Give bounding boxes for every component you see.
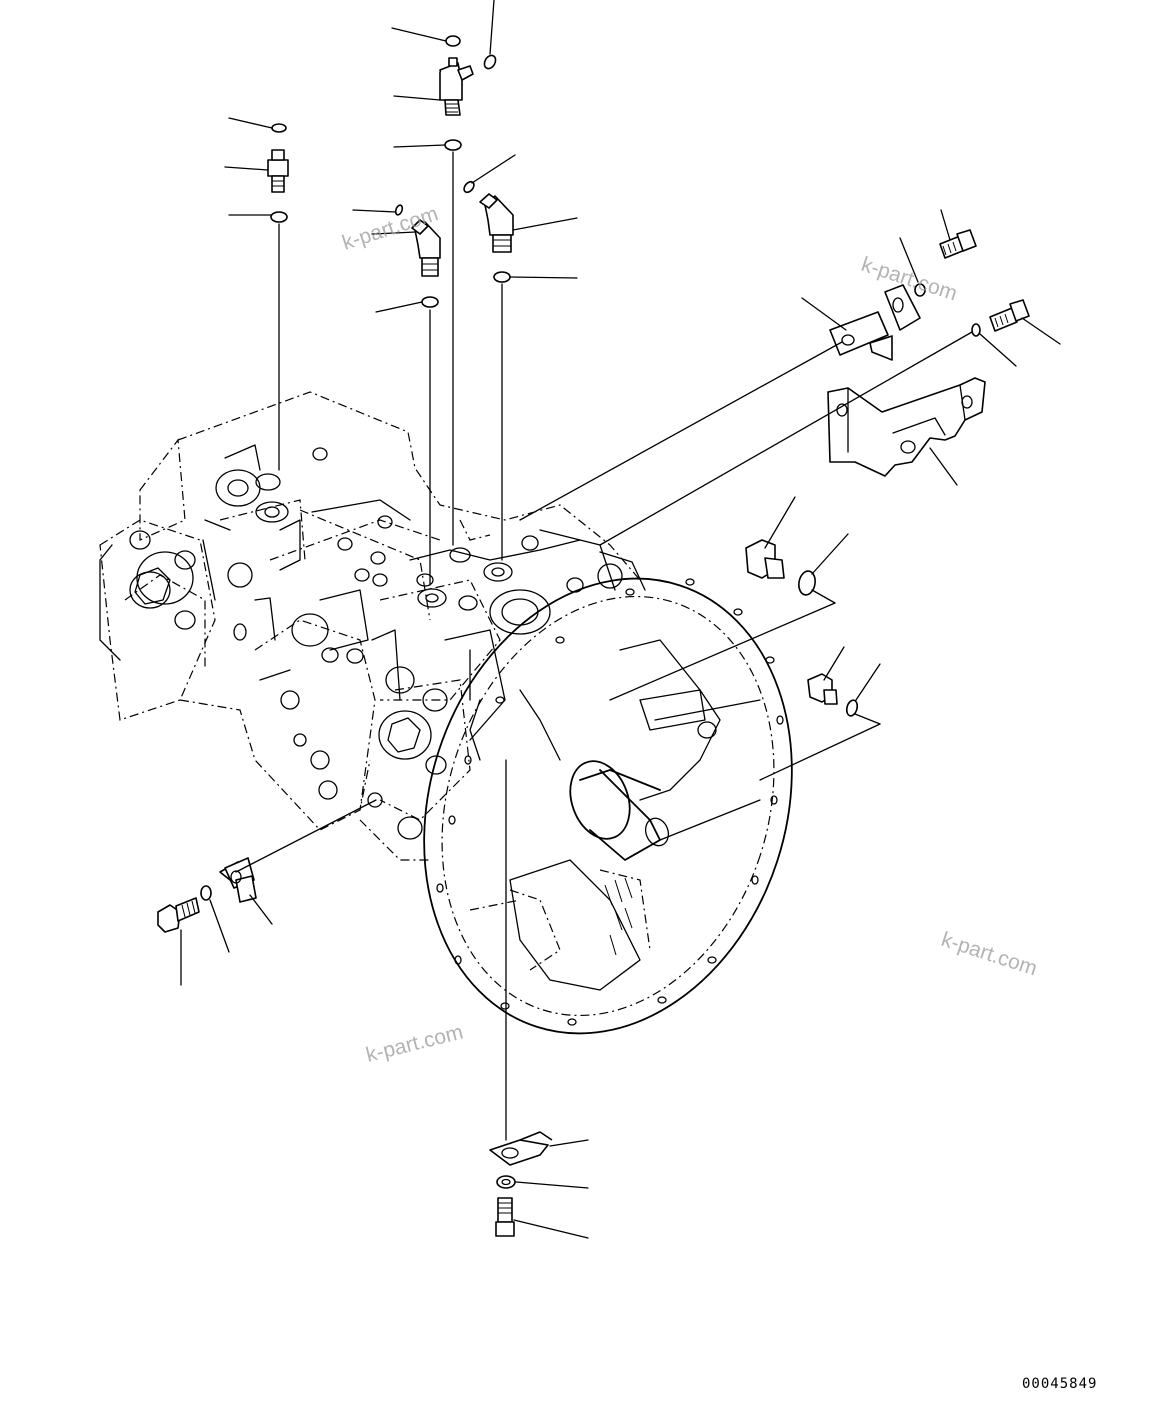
straight-fitting-left xyxy=(267,149,289,193)
o-ring-top-2 xyxy=(483,54,497,70)
washer-top-right xyxy=(914,283,926,297)
o-ring-plug-large xyxy=(798,570,816,596)
plug-small xyxy=(807,673,838,705)
elbow-fitting-right xyxy=(479,193,514,253)
leader-lines xyxy=(180,0,1061,1239)
mounting-bracket-right xyxy=(827,377,986,477)
washer-lower-left xyxy=(200,885,212,901)
bolt-lower-left xyxy=(157,897,200,933)
o-ring-right-2 xyxy=(493,271,511,283)
washer-bottom xyxy=(496,1175,516,1189)
o-ring-top-3 xyxy=(444,139,462,151)
plug-large xyxy=(745,539,785,579)
o-ring-left-2 xyxy=(270,211,288,223)
bolt-bottom xyxy=(495,1197,515,1237)
o-ring-mid-2 xyxy=(421,296,439,308)
watermark-4: k-part.com xyxy=(364,1021,466,1067)
o-ring-mid-1 xyxy=(394,204,404,216)
pump-body xyxy=(99,391,646,861)
watermark-3: k-part.com xyxy=(938,928,1039,981)
o-ring-plug-small xyxy=(845,699,859,717)
o-ring-left-1 xyxy=(271,123,287,133)
pressure-sensor-fitting-top xyxy=(439,57,474,116)
flywheel-housing xyxy=(423,577,793,1035)
o-ring-top-1 xyxy=(445,35,461,47)
bolt-top-right-1 xyxy=(939,229,977,259)
bolt-top-right-2 xyxy=(989,299,1030,332)
drawing-number: 00045849 xyxy=(1022,1376,1098,1392)
washer-top-right-2 xyxy=(971,323,981,337)
watermarks: k-part.com k-part.com k-part.com k-part.… xyxy=(339,202,1039,1067)
clamp-bottom xyxy=(489,1131,553,1166)
washer-bottom-hole xyxy=(501,1178,511,1186)
clamp-top-right xyxy=(829,284,921,361)
elbow-fitting-mid xyxy=(411,219,441,277)
assembly-lines xyxy=(235,151,973,1141)
